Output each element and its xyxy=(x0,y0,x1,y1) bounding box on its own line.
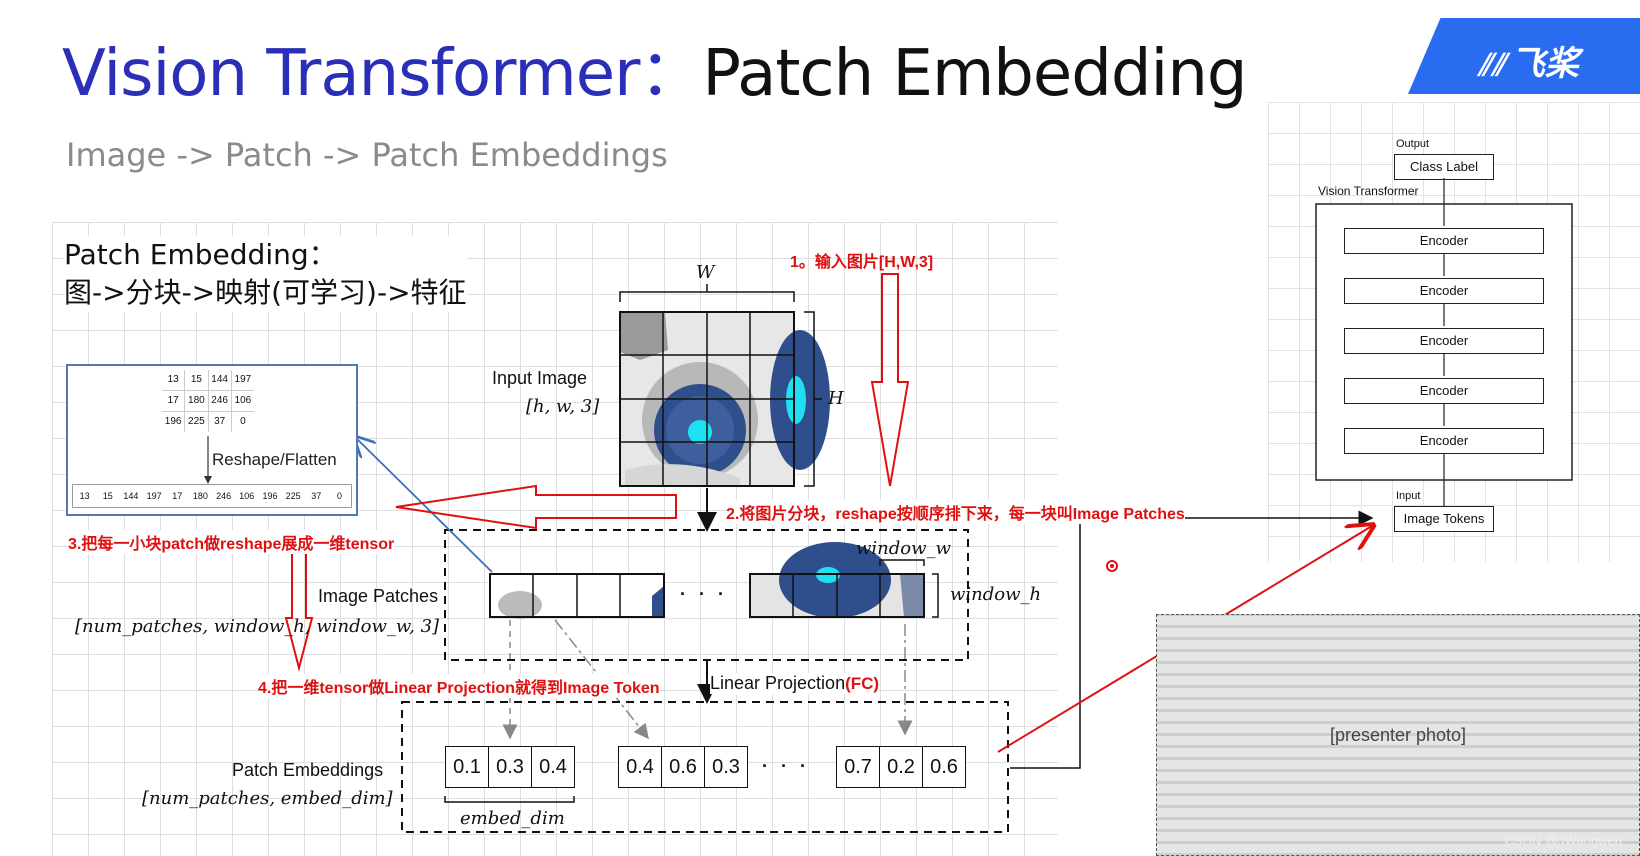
red-arrow-left xyxy=(396,486,676,528)
embedding-cell: 0.6 xyxy=(922,746,966,788)
csdn-watermark: CSDN @JWangwen xyxy=(1505,833,1622,848)
image-patches-shape: [num_patches, window_h, window_w, 3] xyxy=(75,616,439,637)
flat-cell: 197 xyxy=(143,485,166,507)
reshape-flatten-panel: 13 15 144 197 17 180 246 106 196 225 37 … xyxy=(66,364,358,516)
red-cursor-center xyxy=(1110,564,1114,568)
embedding-cell: 0.3 xyxy=(704,746,748,788)
flat-cell: 246 xyxy=(212,485,235,507)
red-arrow-down-2 xyxy=(286,536,312,668)
embedding-cell: 0.6 xyxy=(661,746,705,788)
image-patches-label: Image Patches xyxy=(318,586,438,607)
annotation-step-2: 2.将图片分块，reshape按顺序排下来，每一块叫Image Patches xyxy=(726,500,1185,524)
embedding-cell: 0.2 xyxy=(879,746,923,788)
h-label: H xyxy=(828,388,844,409)
embedding-cell: 0.1 xyxy=(445,746,489,788)
image-tokens-box: Image Tokens xyxy=(1394,506,1494,532)
patch-embeddings-shape: [num_patches, embed_dim] xyxy=(142,788,393,809)
flattened-vector: 13 15 144 197 17 180 246 106 196 225 37 … xyxy=(72,484,352,508)
encoder-box: Encoder xyxy=(1344,278,1544,304)
flat-cell: 37 xyxy=(305,485,328,507)
vit-label: Vision Transformer xyxy=(1318,184,1418,198)
annotation-step-4: 4.把一维tensor做Linear Projection就得到Image To… xyxy=(258,674,660,698)
flat-cell: 15 xyxy=(96,485,119,507)
fc-label: (FC) xyxy=(845,674,879,693)
webcam-video-overlay: [presenter photo] CSDN @JWangwen xyxy=(1156,614,1640,856)
window-h-label: window_h xyxy=(950,584,1041,605)
flat-cell: 17 xyxy=(166,485,189,507)
reshape-flatten-label: Reshape/Flatten xyxy=(212,450,337,470)
flat-cell: 106 xyxy=(235,485,258,507)
linear-projection-label: Linear Projection(FC) xyxy=(710,673,879,694)
flat-cell: 180 xyxy=(189,485,212,507)
annotation-step-3: 3.把每一小块patch做reshape展成一维tensor xyxy=(68,530,394,554)
window-h-brace xyxy=(932,574,938,617)
patch-strip-1 xyxy=(490,574,664,619)
embedding-cell: 0.7 xyxy=(836,746,880,788)
encoder-box: Encoder xyxy=(1344,228,1544,254)
linear-projection-text: Linear Projection xyxy=(710,673,845,693)
embed-dim-label: embed_dim xyxy=(460,808,565,829)
window-w-brace xyxy=(880,560,924,566)
patches-ellipsis: · · · xyxy=(680,584,728,605)
embed-dim-brace xyxy=(445,796,574,802)
encoder-box: Encoder xyxy=(1344,428,1544,454)
red-arrow-down-1 xyxy=(872,274,908,486)
embedding-cell: 0.4 xyxy=(531,746,575,788)
input-image-shape: [h, w, 3] xyxy=(526,396,599,417)
encoder-box: Encoder xyxy=(1344,328,1544,354)
embedding-cell: 0.3 xyxy=(488,746,532,788)
flat-cell: 13 xyxy=(73,485,96,507)
window-w-label: window_w xyxy=(856,538,951,559)
flat-cell: 225 xyxy=(282,485,305,507)
patch-embeddings-label: Patch Embeddings xyxy=(232,760,383,781)
flat-cell: 0 xyxy=(328,485,351,507)
presenter-photo-placeholder: [presenter photo] xyxy=(1156,614,1640,856)
arch-input-label: Input xyxy=(1396,490,1420,502)
input-image-label: Input Image xyxy=(492,368,587,389)
width-brace xyxy=(620,292,794,302)
flat-cell: 144 xyxy=(119,485,142,507)
encoder-box: Encoder xyxy=(1344,378,1544,404)
annotation-step-1: 1。输入图片[H,W,3] xyxy=(790,248,933,272)
w-label: W xyxy=(696,262,715,283)
embeddings-ellipsis: · · · xyxy=(762,756,810,777)
embedding-cell: 0.4 xyxy=(618,746,662,788)
flat-cell: 196 xyxy=(258,485,281,507)
